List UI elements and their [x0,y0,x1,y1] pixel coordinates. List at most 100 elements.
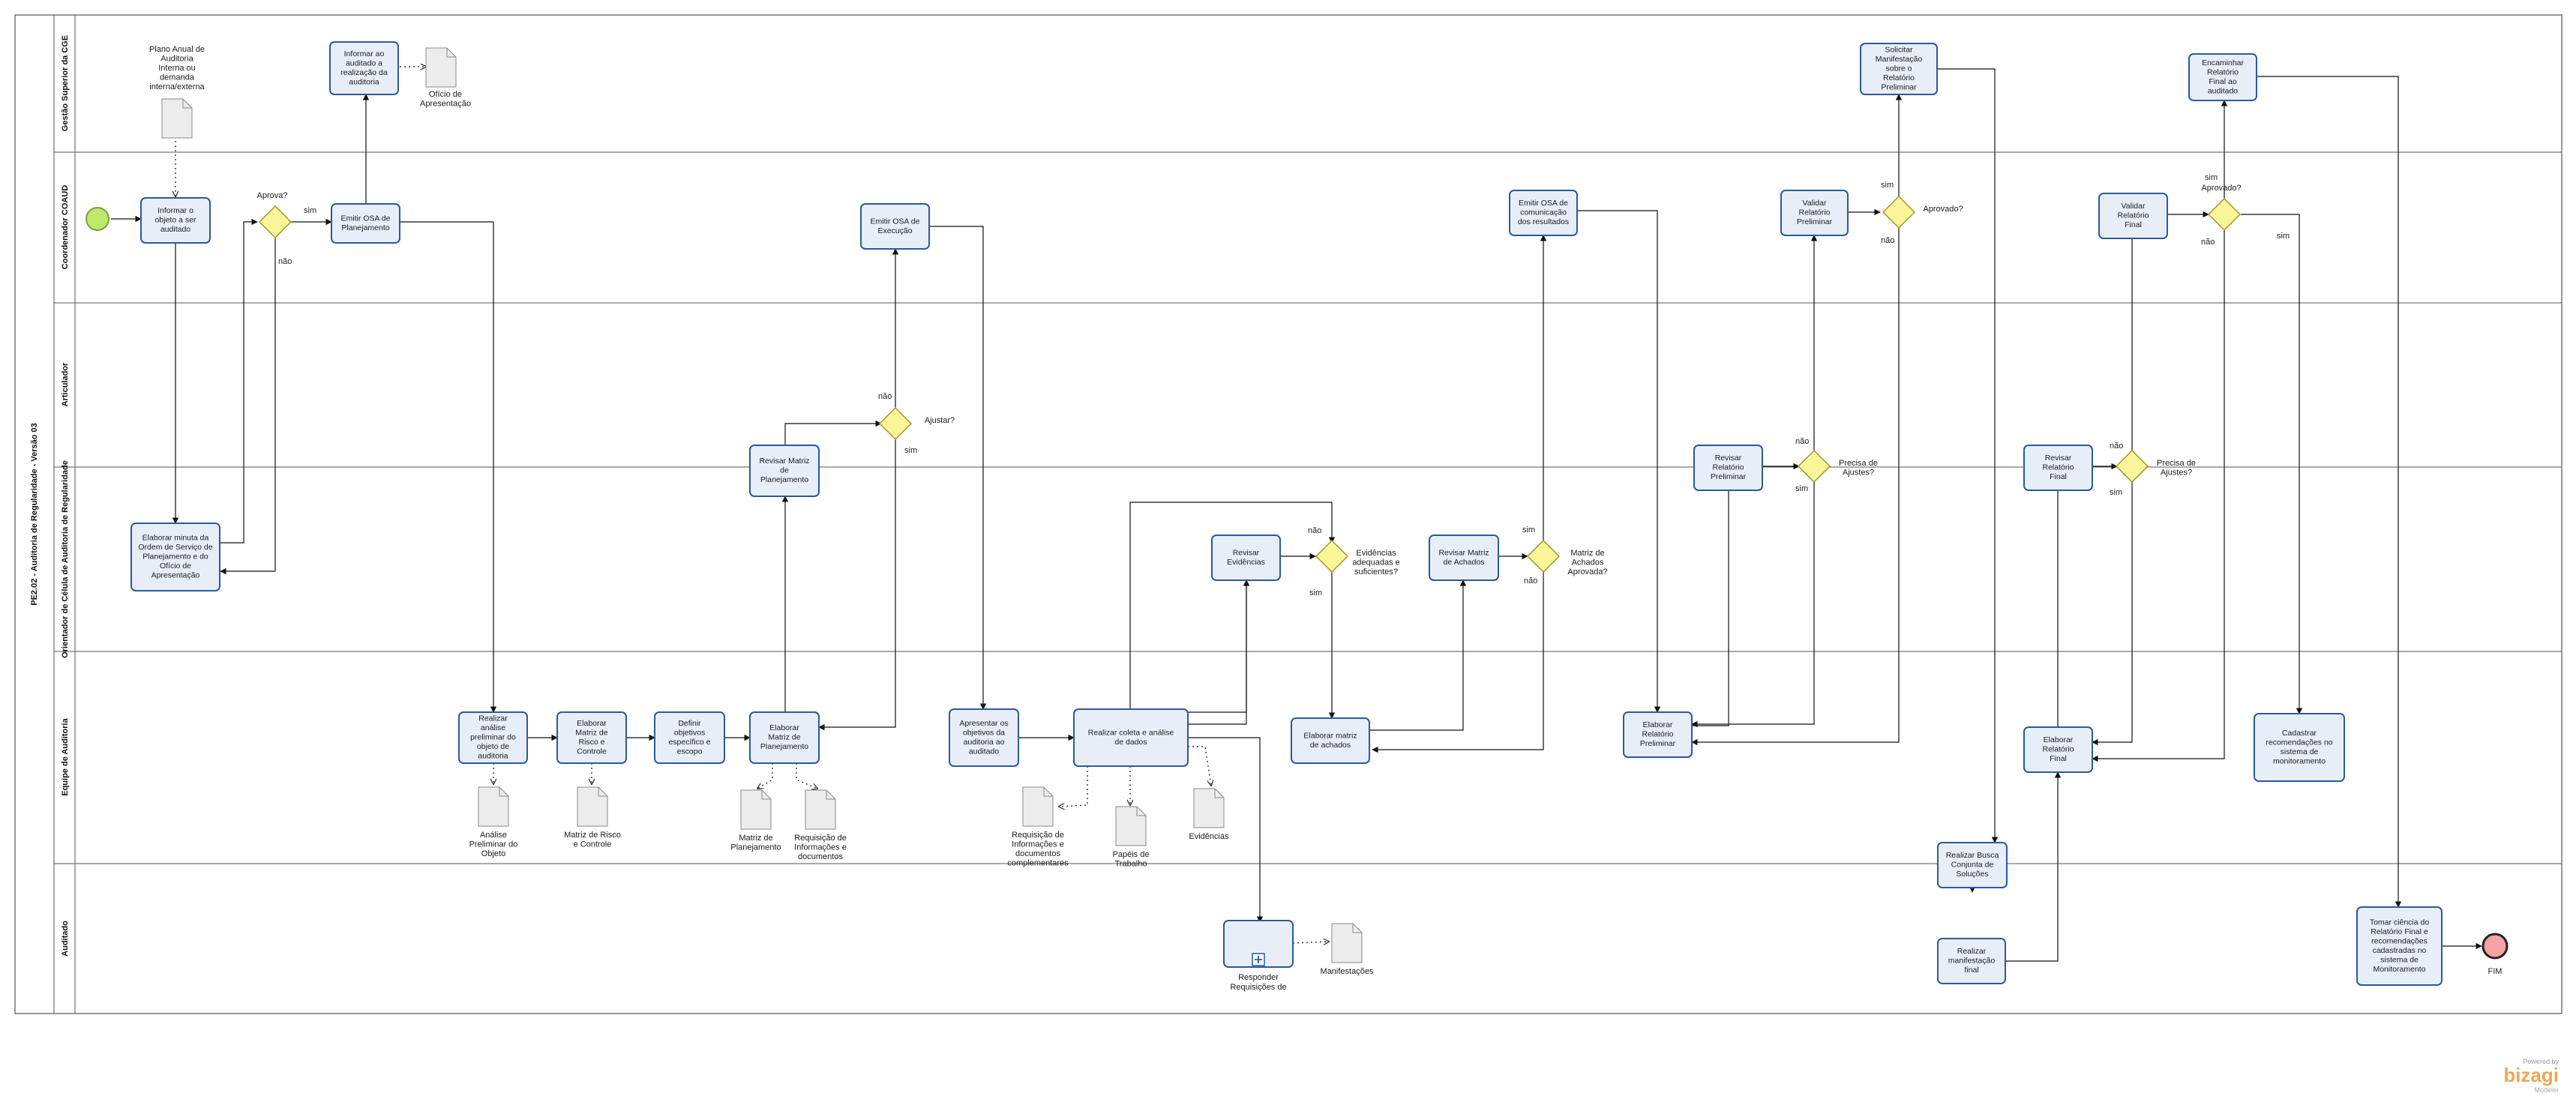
lane-label-orientador: Orientador de Célula de Auditoria de Reg… [61,460,70,658]
svg-text:Precisa de: Precisa de [1839,459,1878,468]
svg-text:sim: sim [1795,484,1808,493]
svg-text:Realizar Busca: Realizar Busca [1946,851,1999,860]
gateway-ajustar[interactable]: Ajustar? [878,406,955,441]
svg-text:Revisar Matriz: Revisar Matriz [759,457,809,466]
svg-text:Preliminar: Preliminar [1881,83,1917,92]
svg-text:interna/externa: interna/externa [149,82,205,91]
svg-text:Relatório: Relatório [1883,73,1915,82]
lane-label-equipe: Equipe de Auditoria [61,717,70,795]
svg-text:Risco e: Risco e [578,738,604,747]
svg-text:Informações e: Informações e [794,843,847,852]
svg-text:Achados: Achados [1572,558,1604,567]
svg-text:Apresentação: Apresentação [420,100,471,109]
end-event[interactable] [2482,933,2509,960]
svg-text:e Controle: e Controle [574,840,612,849]
svg-text:sistema de: sistema de [2281,747,2319,756]
gateway-aprovado-prel[interactable]: Aprovado? [1882,195,1963,229]
svg-text:documentos: documentos [798,852,843,861]
document-label: Evidências [1189,832,1229,841]
svg-text:Relatório: Relatório [1798,208,1830,217]
svg-text:demanda: demanda [160,73,195,82]
gateway-label: Aprovado? [1923,205,1963,214]
svg-text:preliminar do: preliminar do [470,733,516,742]
svg-text:sobre o: sobre o [1885,64,1912,73]
svg-text:objeto a ser: objeto a ser [155,216,196,225]
lane-label-gestao: Gestão Superior da CGE [61,35,70,131]
svg-text:Manifestação: Manifestação [1876,55,1923,64]
svg-text:Manifestações: Manifestações [1321,967,1374,976]
svg-text:Planejamento e do: Planejamento e do [142,552,208,561]
svg-text:Final: Final [2050,754,2067,763]
svg-text:não: não [278,257,292,266]
sequence-flows [111,68,2482,962]
gateway-aprovado-final[interactable]: Aprovado? [2201,184,2242,232]
lane-label-articulador: Articulador [61,362,70,406]
svg-text:Matriz de: Matriz de [768,733,800,742]
start-event[interactable] [85,207,109,231]
document-evid: Evidências [1189,788,1229,841]
gateway-aprova[interactable]: Aprova? [257,191,292,239]
svg-text:objetivos: objetivos [674,728,705,737]
svg-text:Elaborar: Elaborar [2044,735,2074,744]
svg-text:Relatório: Relatório [2042,745,2074,754]
svg-text:Requisição de: Requisição de [794,834,847,843]
svg-text:Auditoria: Auditoria [160,55,193,64]
svg-text:Execução: Execução [877,226,912,235]
svg-text:específico e: específico e [668,738,710,747]
svg-text:Elaborar minuta da: Elaborar minuta da [142,534,209,543]
svg-text:Modeler: Modeler [2534,1086,2559,1094]
svg-text:Ofício de: Ofício de [160,561,191,570]
lane-label-auditado: Auditado [61,921,70,957]
